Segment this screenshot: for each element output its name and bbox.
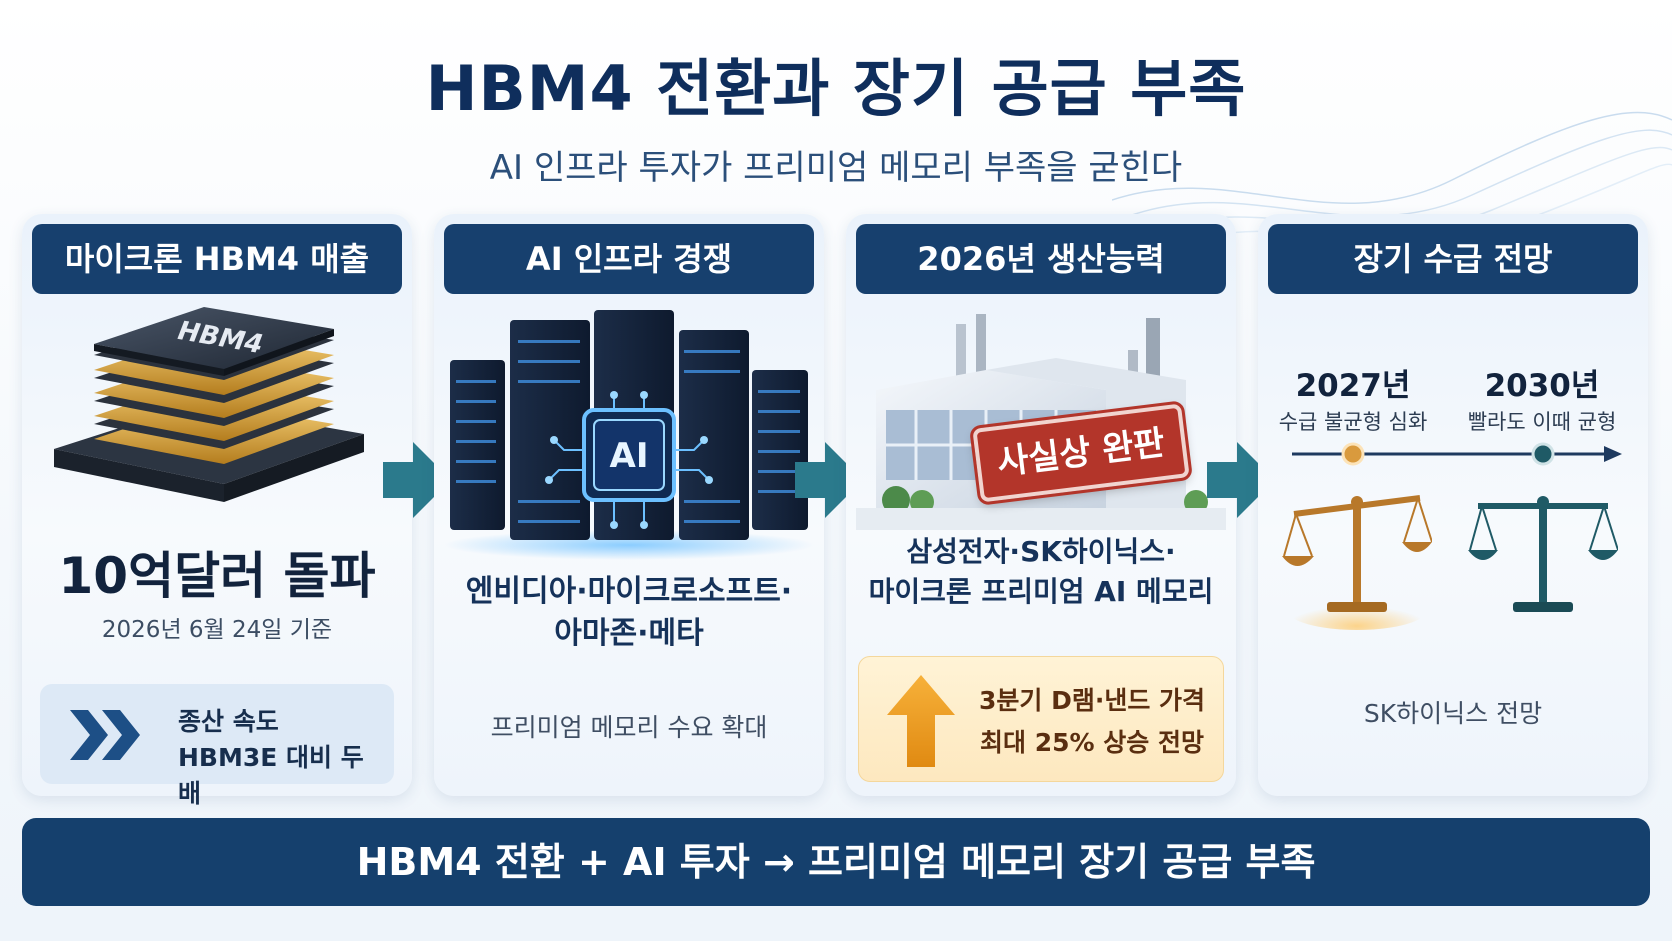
makers-line-2: 마이크론 프리미엄 AI 메모리 [868, 575, 1214, 608]
outlook-source: SK하이닉스 전망 [1363, 699, 1543, 728]
unbalanced-scale-icon [1282, 495, 1432, 630]
page-title: HBM4 전환과 장기 공급 부족 [425, 52, 1247, 125]
panel-micron: 마이크론 HBM4 매출 HBM4 1 [22, 214, 412, 808]
year-2030: 2030년 [1484, 368, 1600, 404]
price-line-2: 최대 25% 상승 전망 [980, 728, 1204, 757]
speed-box: 종산 속도 HBM3E 대비 두 배 [40, 684, 394, 808]
balanced-scale-icon [1468, 496, 1618, 612]
hbm4-chip-stack-icon: HBM4 [54, 307, 364, 502]
timeline-icon [1292, 442, 1622, 466]
makers-line-1: 삼성전자·SK하이닉스· [906, 535, 1176, 568]
panel-capacity-header: 2026년 생산능력 [856, 224, 1226, 294]
server-racks-icon: AI [444, 310, 814, 560]
ai-companies-line-2: 아마존·메타 [554, 616, 704, 651]
panel-outlook-header: 장기 수급 전망 [1268, 224, 1638, 294]
speed-line-1: 종산 속도 [178, 707, 279, 736]
panel-ai: AI 인프라 경쟁 [434, 214, 824, 796]
panel-outlook: 장기 수급 전망 2027년 수급 불균형 심화 2030년 빨라도 이때 균형 [1258, 214, 1648, 796]
year-2027: 2027년 [1295, 368, 1411, 404]
ai-chip-label: AI [610, 436, 649, 476]
year-2030-desc: 빨라도 이때 균형 [1467, 410, 1617, 434]
price-box: 3분기 D램·낸드 가격 최대 25% 상승 전망 [858, 656, 1224, 782]
speed-line-2: HBM3E 대비 두 배 [178, 743, 364, 808]
flow-arrow-3-icon [1207, 442, 1275, 518]
up-arrow-icon [887, 675, 955, 767]
ai-demand-note: 프리미엄 메모리 수요 확대 [490, 713, 768, 742]
year-2027-desc: 수급 불균형 심화 [1278, 410, 1428, 434]
panel-capacity: 2026년 생산능력 사실상 완판 삼성전자·SK하이닉스· 마이크론 프리미엄… [846, 214, 1236, 796]
micron-date: 2026년 6월 24일 기준 [101, 617, 333, 643]
ai-companies-line-1: 엔비디아·마이크로소프트· [465, 574, 793, 609]
panel-micron-header: 마이크론 HBM4 매출 [32, 224, 402, 294]
summary-banner: HBM4 전환 + AI 투자 → 프리미엄 메모리 장기 공급 부족 [22, 818, 1650, 906]
flow-arrow-2-icon [795, 442, 863, 518]
page-subtitle: AI 인프라 투자가 프리미엄 메모리 부족을 굳힌다 [489, 148, 1183, 188]
micron-revenue-headline: 10억달러 돌파 [58, 547, 376, 605]
panel-ai-header: AI 인프라 경쟁 [444, 224, 814, 294]
double-chevron-icon [70, 710, 140, 760]
price-line-1: 3분기 D램·낸드 가격 [978, 686, 1206, 715]
flow-arrow-1-icon [383, 442, 451, 518]
